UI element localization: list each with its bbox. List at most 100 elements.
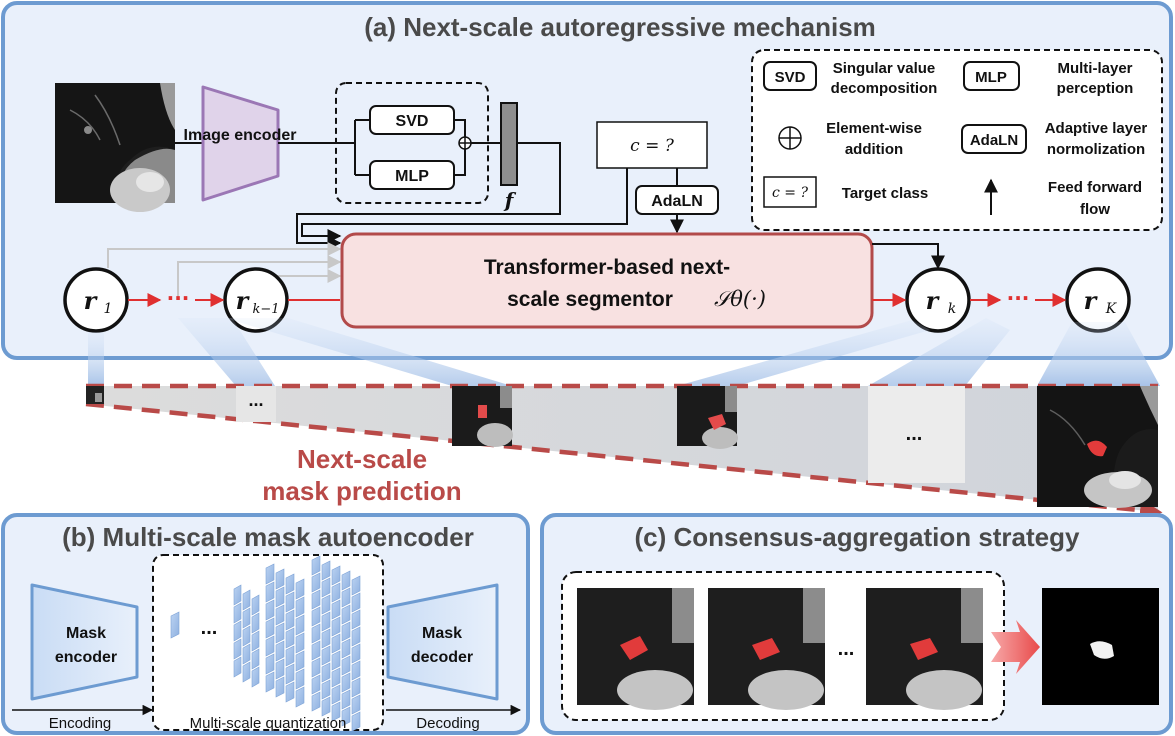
legend-add-line1: Element-wise xyxy=(826,120,922,137)
caption-line1: Next-scale xyxy=(297,444,427,474)
grid-cell xyxy=(311,589,321,610)
grid-cell xyxy=(242,661,251,683)
legend xyxy=(751,49,1163,231)
grid-cell xyxy=(311,572,321,593)
token-rk: r k xyxy=(905,267,971,333)
mask-scale-1 xyxy=(86,386,104,404)
legend-mlp-line2: perception xyxy=(1057,80,1134,97)
image-encoder-label: Image encoder xyxy=(184,127,297,144)
grid-cell xyxy=(285,663,295,685)
grid-cell xyxy=(341,706,351,727)
grid-cell xyxy=(351,711,361,732)
beams xyxy=(88,318,1160,386)
token-rK: r K xyxy=(1065,267,1131,333)
grid-cell xyxy=(321,594,331,615)
grid-cell xyxy=(251,594,260,616)
prediction-1 xyxy=(577,588,694,710)
grid-cell xyxy=(341,587,351,608)
legend-svd-line2: decomposition xyxy=(831,80,938,97)
prediction-2 xyxy=(708,588,825,710)
grid-cell xyxy=(351,592,361,613)
grid-cell xyxy=(295,686,305,708)
mask-decoder-line1: Mask xyxy=(422,625,462,642)
rk1-symbol: r xyxy=(236,286,251,315)
grid-cell xyxy=(351,694,361,715)
legend-adaln-line2: normolization xyxy=(1047,141,1145,158)
legend-add-icon xyxy=(778,126,802,150)
grid-cell xyxy=(341,604,351,625)
grid-cell xyxy=(341,621,351,642)
grid-cell xyxy=(285,681,295,703)
feature-label: f xyxy=(503,188,517,212)
grid-cell xyxy=(331,684,341,705)
grid-cell xyxy=(275,676,285,698)
grid-cell xyxy=(285,627,295,649)
mask-scale-5: ... xyxy=(868,386,965,483)
grid-cell xyxy=(251,630,260,652)
chain-dots-left: ··· xyxy=(167,286,190,310)
grid-cell xyxy=(311,657,321,678)
grid-cell xyxy=(341,655,351,676)
legend-flow-line2: flow xyxy=(1080,201,1110,218)
svd-label: SVD xyxy=(396,113,429,130)
legend-add-line2: addition xyxy=(845,141,903,158)
grid-cell xyxy=(331,633,341,654)
caption-line2: mask prediction xyxy=(262,476,461,506)
consensus-mask xyxy=(1042,588,1159,705)
grid-cell xyxy=(242,589,251,611)
grid-cell xyxy=(321,560,331,581)
rK-subscript: K xyxy=(1105,301,1118,317)
mask-decoder-line2: decoder xyxy=(411,649,473,666)
grid-cell xyxy=(285,591,295,613)
grid-cell xyxy=(331,582,341,603)
chain-dots-right: ··· xyxy=(1007,286,1030,310)
grid-cell xyxy=(295,578,305,600)
next-scale-segmentor xyxy=(340,232,874,329)
grid-cell xyxy=(251,612,260,634)
ct-input-image xyxy=(55,83,175,212)
grid-cell xyxy=(251,648,260,670)
grid-cell xyxy=(331,616,341,637)
grid-cell xyxy=(311,606,321,627)
grid-cell xyxy=(275,622,285,644)
multi-scale-grids xyxy=(170,555,361,732)
grid-cell xyxy=(233,638,242,660)
grid-cell xyxy=(265,635,275,657)
grid-cell xyxy=(285,609,295,631)
legend-adaln-tag xyxy=(961,124,1027,154)
mask-dots-left: ... xyxy=(248,390,263,410)
legend-mlp-tag-label: MLP xyxy=(975,69,1007,86)
grid-cell xyxy=(321,628,331,649)
grid-cell xyxy=(351,609,361,630)
add-icon xyxy=(458,136,472,150)
grid-cell xyxy=(311,674,321,695)
mask-scale-2: ... xyxy=(236,386,276,422)
quantization-dots: ... xyxy=(201,617,218,639)
grid-cell xyxy=(295,668,305,690)
grid-cell xyxy=(242,607,251,629)
grid-cell xyxy=(233,584,242,606)
encoding-label: Encoding xyxy=(49,715,112,732)
aggregate-arrow xyxy=(991,620,1040,674)
grid-cell xyxy=(242,625,251,647)
grid-cell xyxy=(341,638,351,659)
legend-class-tag-label: c = ? xyxy=(772,185,808,201)
legend-svd-tag-label: SVD xyxy=(775,69,806,86)
mask-encoder-line2: encoder xyxy=(55,649,117,666)
grid-cell xyxy=(351,575,361,596)
grid-cell xyxy=(275,658,285,680)
legend-flow-line1: Feed forward xyxy=(1048,179,1142,196)
grid-cell xyxy=(321,577,331,598)
grid-cell xyxy=(265,581,275,603)
grid-cell xyxy=(265,563,275,585)
grid-cell xyxy=(285,645,295,667)
segmentor-math: 𝒮θ(·) xyxy=(714,287,766,311)
grid-cell xyxy=(275,586,285,608)
grid-cell xyxy=(285,573,295,595)
grid-cell xyxy=(331,565,341,586)
mask-scale-6 xyxy=(1037,386,1158,508)
class-query-box xyxy=(596,121,708,169)
panel-a-title: (a) Next-scale autoregressive mechanism xyxy=(364,12,876,42)
grid-cell xyxy=(321,645,331,666)
